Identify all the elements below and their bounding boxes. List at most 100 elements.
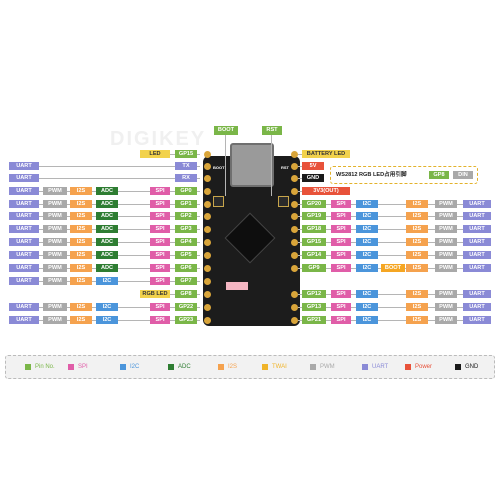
pin-pad [291,291,298,298]
pin-pad [291,265,298,272]
pin-tag-gp18: GP18 [302,225,326,233]
boot-leader [225,135,226,196]
pin-pad [204,188,211,195]
pin-tag-uart: UART [9,277,39,285]
pin-tag-spi: SPI [150,251,170,259]
pin-tag-spi: SPI [331,251,351,259]
pin-tag-adc: ADC [96,251,118,259]
pin-pad [291,201,298,208]
board-boot-text: BOOT [213,165,225,170]
pin-tag-i2c: I2C [356,212,378,220]
pin-tag-spi: SPI [150,200,170,208]
leader-line [298,242,491,243]
pin-tag-uart: UART [463,264,491,272]
legend-label: TWAI [272,364,287,370]
leader-line [140,294,200,295]
pin-tag-i2s: I2S [406,200,428,208]
pin-tag-i2s: I2S [406,225,428,233]
pin-tag-i2s: I2S [70,187,92,195]
rst-button-component[interactable] [278,196,289,207]
pin-tag-spi: SPI [331,225,351,233]
pin-tag-i2s: I2S [406,212,428,220]
pin-tag-pwm: PWM [43,264,67,272]
pin-tag-adc: ADC [96,187,118,195]
pin-tag-gp23: GP23 [175,316,197,324]
leader-line [298,255,491,256]
rgb-led-strip [226,282,248,290]
pin-tag-gp2: GP2 [175,212,197,220]
pin-tag-adc: ADC [96,200,118,208]
rst-leader [271,135,272,196]
pin-tag-pwm: PWM [43,251,67,259]
leader-line [9,178,200,179]
pin-tag-spi: SPI [150,303,170,311]
pin-pad [204,252,211,259]
pin-tag-i2c: I2C [356,316,378,324]
legend-label: UART [372,364,389,370]
pin-pad [291,175,298,182]
pin-tag-i2c: I2C [356,303,378,311]
ws2812-din: DIN [453,171,473,179]
pin-tag-gp3: GP3 [175,225,197,233]
pin-tag-spi: SPI [150,316,170,324]
leader-line [298,229,491,230]
pin-tag-pwm: PWM [435,200,457,208]
pin-tag-spi: SPI [150,277,170,285]
pin-tag-i2c: I2C [356,200,378,208]
pin-pad [291,317,298,324]
pin-tag-gp6: GP6 [175,264,197,272]
pin-tag-gp8: GP8 [175,290,197,298]
pin-pad [204,317,211,324]
pin-tag-i2c: I2C [96,316,118,324]
pin-tag-pwm: PWM [43,212,67,220]
pin-tag-i2s: I2S [70,277,92,285]
pin-tag-spi: SPI [150,238,170,246]
legend-item-i2c: I2C [120,362,139,372]
pin-tag-battery-led: BATTERY LED [302,150,350,158]
pin-tag-uart: UART [9,238,39,246]
leader-line [298,216,491,217]
pin-tag-gp7: GP7 [175,277,197,285]
leader-line [140,154,200,155]
leader-line [298,320,491,321]
pin-tag-uart: UART [9,316,39,324]
pin-tag-gp9: GP9 [302,264,326,272]
pin-pad [204,265,211,272]
pin-tag-uart: UART [9,162,39,170]
legend-item-i2s: I2S [218,362,237,372]
pin-tag-pwm: PWM [435,303,457,311]
legend-item-spi: SPI [68,362,88,372]
legend-swatch [218,364,224,370]
pin-pad [204,291,211,298]
pin-tag-uart: UART [9,187,39,195]
pin-tag-3v3-out: 3V3(OUT) [302,187,350,195]
legend-swatch [25,364,31,370]
legend-label: SPI [78,364,88,370]
pin-tag-gnd: GND [302,174,324,182]
legend-label: ADC [178,364,191,370]
pin-tag-spi: SPI [331,200,351,208]
pin-pad [291,213,298,220]
pin-tag-uart: UART [9,174,39,182]
pin-tag-i2s: I2S [406,238,428,246]
pin-tag-gp14: GP14 [302,251,326,259]
pin-tag-rx: RX [175,174,197,182]
boot-button-component[interactable] [213,196,224,207]
pin-tag-gp19: GP19 [302,212,326,220]
pin-tag-i2c: I2C [356,290,378,298]
pin-tag-spi: SPI [331,303,351,311]
legend-item-power: Power [405,362,432,372]
pin-tag-adc: ADC [96,225,118,233]
legend-item-twai: TWAI [262,362,287,372]
pin-tag-pwm: PWM [435,290,457,298]
pin-tag-i2c: I2C [96,277,118,285]
pin-tag-pwm: PWM [43,187,67,195]
legend-swatch [455,364,461,370]
pin-tag-led: LED [140,150,170,158]
pin-pad [204,163,211,170]
pin-tag-spi: SPI [331,316,351,324]
legend-label: Power [415,364,433,370]
pin-tag-i2c: I2C [356,238,378,246]
pin-tag-boot: BOOT [381,264,405,272]
ws2812-note-box [330,166,478,184]
